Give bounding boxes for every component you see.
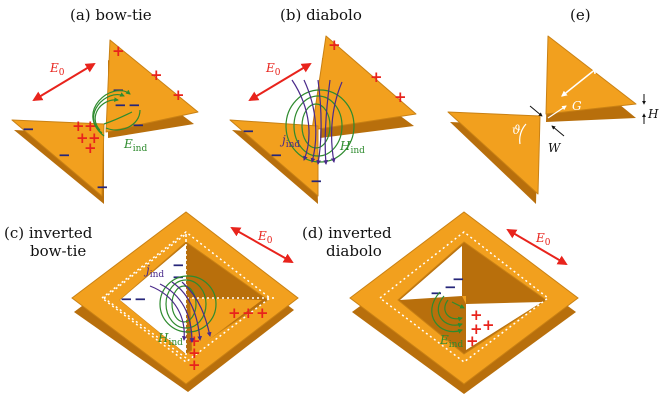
charge-plus: +	[112, 42, 125, 60]
dotted-outline-outer	[100, 231, 272, 363]
charge-minus: −	[172, 256, 185, 274]
charge-minus: −	[58, 146, 71, 164]
charge-minus: −	[444, 278, 457, 296]
panel-c-label-line1: (c) inverted	[4, 224, 93, 242]
charge-plus: +	[188, 344, 201, 362]
panel-e-label: (e)	[570, 6, 591, 24]
charge-plus: +	[72, 117, 85, 135]
charge-minus: −	[120, 290, 133, 308]
charge-plus: +	[228, 304, 241, 322]
eind-label: Eind	[439, 333, 463, 350]
gap-fill	[462, 296, 466, 304]
theta-arc	[519, 123, 527, 145]
dotted-outline-outer	[378, 231, 550, 363]
charge-plus: +	[76, 129, 89, 147]
charge-minus: −	[452, 270, 465, 288]
theta-label: ϑ	[512, 123, 521, 137]
dotted-outline	[103, 232, 276, 360]
panel-b-label: (b) diabolo	[280, 6, 362, 24]
panel-a: (a) bow-tie + + + − − − − − − − + + + + …	[11, 6, 199, 204]
panel-d: (d) inverted diabolo − − − + + + + Eind …	[302, 211, 579, 394]
opening-lower	[466, 302, 542, 350]
panel-b: (b) diabolo + + + − − − E0 jind Hind	[229, 6, 417, 204]
jind-label: jind	[143, 263, 164, 280]
panel-d-label-line2: diabolo	[326, 242, 382, 260]
charge-minus: −	[114, 96, 127, 114]
upper-triangle	[105, 39, 199, 133]
charge-minus: −	[134, 290, 147, 308]
upper-triangle	[545, 35, 637, 115]
panel-a-label: (a) bow-tie	[70, 6, 152, 24]
charge-plus: +	[172, 86, 185, 104]
panel-d-label-line1: (d) inverted	[302, 224, 392, 242]
panel-c-label-line2: bow-tie	[30, 242, 86, 260]
e0-arrow	[506, 228, 568, 266]
charge-minus: −	[22, 120, 35, 138]
lower-triangle	[11, 119, 105, 197]
lower-triangle	[447, 111, 541, 195]
charge-plus: +	[470, 306, 483, 324]
charge-plus: +	[150, 66, 163, 84]
panel-c: (c) inverted bow-tie − − − − + + + + + +	[4, 211, 299, 392]
v-dimension	[561, 55, 613, 97]
charge-plus: +	[88, 129, 101, 147]
charge-plus: +	[188, 356, 201, 374]
eind-label: Eind	[123, 137, 147, 154]
panel-e: (e) v G ϑ W H	[447, 6, 659, 204]
charge-minus: −	[128, 96, 141, 114]
charge-plus: +	[394, 88, 407, 106]
charge-minus: −	[270, 146, 283, 164]
charge-plus: +	[84, 139, 97, 157]
e0-label: E0	[265, 61, 281, 78]
charge-minus: −	[310, 172, 323, 190]
charge-plus: +	[242, 304, 255, 322]
e0-label: E0	[49, 61, 65, 78]
hind-label: Hind	[339, 139, 365, 156]
w-label: W	[548, 141, 562, 155]
charge-minus: −	[132, 116, 145, 134]
e0-arrow	[248, 62, 312, 102]
charge-minus: −	[172, 268, 185, 286]
e0-arrow	[230, 227, 294, 263]
upper-triangle	[311, 35, 417, 131]
jind-label: jind	[279, 133, 300, 150]
charge-plus: +	[466, 332, 479, 350]
induced-field-lines	[92, 89, 141, 137]
e0-arrow	[32, 62, 96, 102]
charge-minus: −	[430, 284, 443, 302]
charge-plus: +	[328, 36, 341, 54]
induced-field-lines	[431, 291, 465, 334]
current-lines	[149, 281, 212, 343]
e0-label: E0	[535, 231, 551, 248]
magnetic-field-loops	[159, 275, 217, 333]
g-label: G	[572, 99, 582, 113]
charge-minus: −	[96, 178, 109, 196]
charge-plus: +	[470, 320, 483, 338]
charge-plus: +	[370, 68, 383, 86]
opening-upper	[400, 246, 462, 300]
hind-label: Hind	[157, 331, 183, 348]
w-arrow-right	[551, 125, 565, 137]
w-arrow-left	[529, 105, 543, 117]
inner-fill	[190, 298, 262, 352]
opening-upper	[126, 248, 186, 296]
charge-plus: +	[482, 316, 495, 334]
v-label: v	[592, 63, 599, 77]
g-dimension	[547, 105, 567, 119]
e0-label: E0	[257, 229, 273, 246]
h-label: H	[647, 107, 659, 121]
charge-minus: −	[242, 122, 255, 140]
charge-plus: +	[256, 304, 269, 322]
